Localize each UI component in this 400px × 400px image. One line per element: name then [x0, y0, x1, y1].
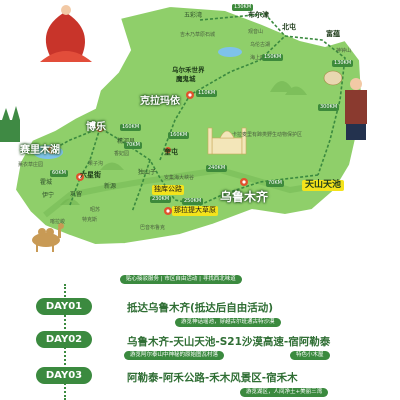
label-wucaiwan: 五彩湾 [184, 12, 203, 19]
dist-13: 230KM [150, 196, 172, 203]
label-shenzhongshan: 神钟山 [336, 48, 352, 54]
tag-nalati: 那拉提大草原 [172, 206, 218, 216]
label-huocheng: 霍城 [40, 179, 53, 186]
label-desert: 卡拉麦里有蹄类野生动物保护区 [232, 132, 303, 138]
label-fuyun: 富蕴 [326, 30, 340, 38]
label-kelamayi: 克拉玛依 [140, 96, 180, 107]
musician-illustration [323, 70, 367, 140]
label-jinghe: 精河县 [117, 139, 135, 145]
itinerary-header-pill: 贴心接驳服务 | 市区自由活动 | 寻找西北味道 [120, 275, 242, 285]
label-wuerhe: 乌尔禾世界 [172, 66, 205, 74]
dist-3: 130KM [332, 60, 354, 67]
label-tianshan-tianchi: 天山天池 [302, 180, 345, 191]
dist-4: 300KM [318, 104, 340, 111]
label-beitun: 北屯 [282, 23, 296, 31]
label-liuxingjie: 六星街 [80, 171, 101, 179]
mosque-illustration [207, 127, 247, 155]
day03-title: 阿勒泰-阿禾公路-禾木风景区-宿禾木 [127, 372, 298, 384]
day02-badge: DAY02 [36, 331, 92, 348]
day03-badge: DAY03 [36, 367, 92, 384]
forest-decor [0, 106, 20, 142]
label-xinyuan: 新源 [104, 183, 117, 190]
dist-12: 70KM [124, 142, 142, 149]
label-bole: 博乐 [86, 122, 106, 133]
label-kuitun: 奎屯 [164, 148, 178, 156]
label-yining: 伊宁 [42, 192, 55, 199]
label-urumqi: 乌鲁木齐 [220, 190, 269, 204]
ulungur-lake-shape [218, 47, 242, 57]
day02-pill: 游览阿尔泰山中神秘的原始图瓦村落 [124, 351, 225, 361]
dist-8: 240KM [206, 165, 228, 172]
label-jimunai: 吉木乃草原石城 [180, 32, 216, 38]
dist-1: 130KM [232, 4, 254, 11]
day02-title: 乌鲁木齐-天山天池-S21沙漠高速-宿阿勒泰 [127, 336, 331, 348]
dist-10: 70KM [266, 180, 284, 187]
label-anjihai: 安集海大峡谷 [164, 175, 195, 181]
label-zhaosu: 昭苏 [90, 207, 101, 213]
label-sailimu: 赛里木湖 [20, 145, 60, 156]
dist-9: 250KM [182, 198, 204, 205]
label-gongliu: 巩留 [70, 191, 83, 198]
label-guanyinshan: 观音山 [248, 29, 264, 35]
label-lavender: 薰衣草庄园 [18, 162, 44, 168]
label-wuerhe-sub: 魔鬼城 [176, 75, 196, 83]
dist-11: 60KM [50, 170, 68, 177]
dist-7: 160KM [120, 124, 142, 131]
day03-pill: 游览湖区，人间净土+美丽三湾 [240, 388, 329, 398]
label-tekesi: 特克斯 [82, 217, 98, 223]
map-pins-inner [50, 93, 246, 213]
label-kalajun: 喀拉峻 [50, 219, 66, 225]
label-dushanzi: 独山子 [138, 169, 157, 176]
label-buerjin: 布尔津 [248, 11, 269, 19]
day01-title: 抵达乌鲁木齐(抵达后自由活动) [127, 302, 274, 314]
label-wulungu: 乌伦古湖 [250, 42, 271, 48]
camel-illustration [32, 223, 64, 252]
hills-decor [60, 81, 307, 205]
dist-6: 160KM [168, 132, 190, 139]
label-xianghui: 香妃园 [114, 151, 130, 157]
day02-pill2: 特色小木屋 [290, 351, 330, 361]
day01-badge: DAY01 [36, 298, 92, 315]
dancer-illustration [40, 5, 92, 62]
day01-pill: 游览神话瑶池，穿越古尔班通古特沙漠 [175, 318, 281, 328]
pin-kuitun [165, 147, 171, 153]
label-guozigou: 果子沟 [88, 161, 104, 167]
label-bayinbuluke: 巴音布鲁克 [140, 225, 166, 231]
dist-5: 110KM [196, 90, 218, 97]
tag-dukuhighway: 独库公路 [152, 185, 184, 195]
dist-2: 150KM [262, 54, 284, 61]
